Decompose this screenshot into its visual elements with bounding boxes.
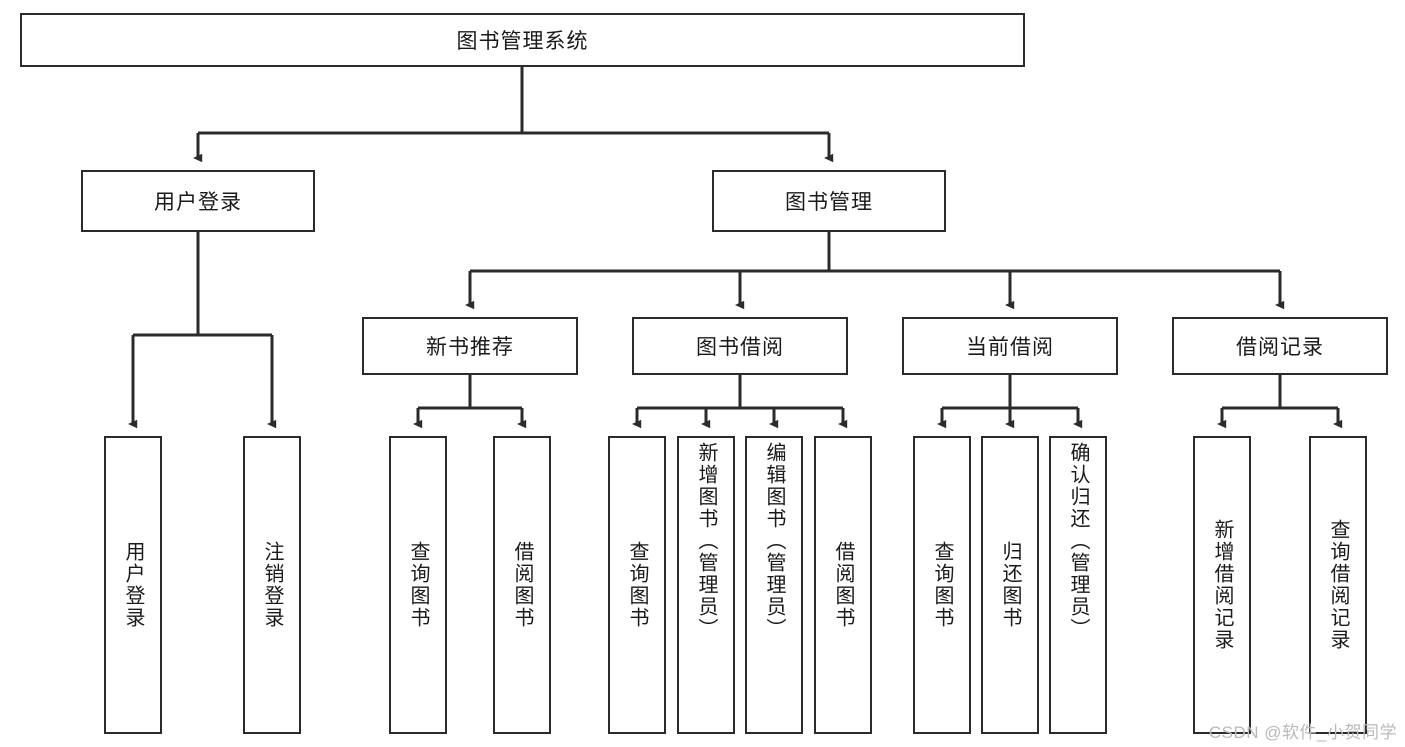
node-label: 借阅图书	[832, 541, 854, 629]
node-book-borrow[interactable]: 图书借阅	[632, 317, 848, 375]
leaf-user-logout[interactable]: 注销登录	[243, 436, 301, 734]
node-label: 新书推荐	[426, 336, 514, 359]
node-label: 查询借阅记录	[1327, 519, 1349, 651]
leaf-add-book-admin[interactable]: 新增图书（管理员）	[677, 436, 735, 734]
leaf-return-book[interactable]: 归还图书	[981, 436, 1039, 734]
node-label: 查询图书	[931, 541, 953, 629]
watermark-text: CSDN @软件_小贺同学	[1208, 723, 1397, 742]
leaf-confirm-return-admin[interactable]: 确认归还（管理员）	[1049, 436, 1107, 734]
node-label: 图书借阅	[696, 336, 784, 359]
node-label: 图书管理系统	[456, 30, 589, 53]
node-user-login[interactable]: 用户登录	[81, 170, 315, 232]
node-label: 图书管理	[785, 191, 873, 214]
node-label: 借阅图书	[511, 541, 533, 629]
leaf-borrow-book-new-recommend[interactable]: 借阅图书	[493, 436, 551, 734]
leaf-query-borrow-record[interactable]: 查询借阅记录	[1309, 436, 1367, 734]
leaf-borrow-book-borrow[interactable]: 借阅图书	[814, 436, 872, 734]
node-borrow-record[interactable]: 借阅记录	[1172, 317, 1388, 375]
leaf-edit-book-admin[interactable]: 编辑图书（管理员）	[745, 436, 803, 734]
node-label: 用户登录	[122, 541, 144, 629]
node-label: 用户登录	[154, 191, 242, 214]
node-label: 新增借阅记录	[1211, 519, 1233, 651]
leaf-query-book-current[interactable]: 查询图书	[913, 436, 971, 734]
leaf-add-borrow-record[interactable]: 新增借阅记录	[1193, 436, 1251, 734]
node-book-management[interactable]: 图书管理	[712, 170, 946, 232]
leaf-query-book-new-recommend[interactable]: 查询图书	[389, 436, 447, 734]
node-label: 注销登录	[261, 541, 283, 629]
node-label: 新增图书（管理员）	[695, 442, 717, 640]
node-label: 查询图书	[407, 541, 429, 629]
node-label: 归还图书	[999, 541, 1021, 629]
node-root-book-management-system[interactable]: 图书管理系统	[20, 13, 1025, 67]
node-label: 借阅记录	[1236, 336, 1324, 359]
leaf-query-book-borrow[interactable]: 查询图书	[608, 436, 666, 734]
leaf-user-login[interactable]: 用户登录	[104, 436, 162, 734]
node-label: 编辑图书（管理员）	[763, 442, 785, 640]
node-label: 查询图书	[626, 541, 648, 629]
node-label: 确认归还（管理员）	[1067, 442, 1089, 640]
node-current-borrow[interactable]: 当前借阅	[902, 317, 1118, 375]
node-label: 当前借阅	[966, 336, 1054, 359]
node-new-book-recommend[interactable]: 新书推荐	[362, 317, 578, 375]
